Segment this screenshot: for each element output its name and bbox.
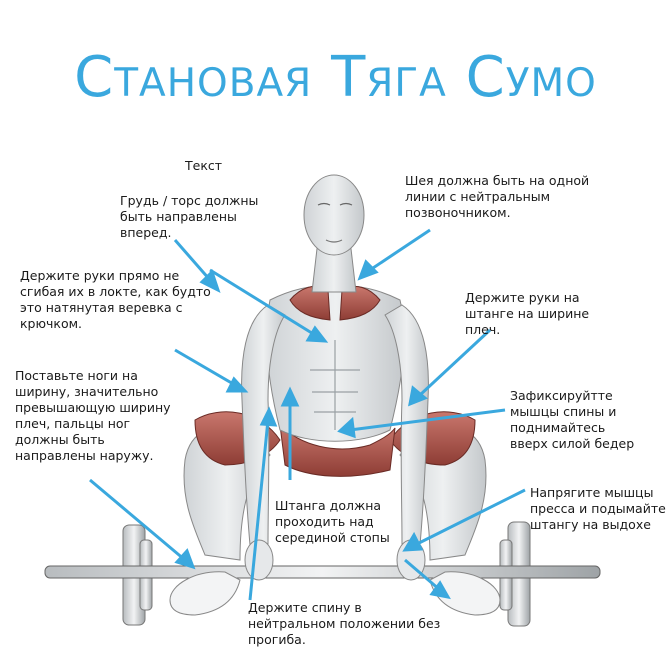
head [303,174,365,293]
note-fix-back: Зафиксируйтте мышцы спины и поднимайтесь… [510,388,635,451]
legs [169,411,501,616]
note-neck: Шея должна быть на одной линии с нейтрал… [405,173,590,220]
note-feet: Поставьте ноги на ширину, значительно пр… [15,368,171,463]
note-grip-width: Держите руки на штанге на ширине плеч. [465,290,590,337]
placeholder-text: Текст [185,158,223,173]
note-neutral-back: Держите спину в нейтральном положении бе… [248,600,441,647]
note-bar-path: Штанга должна проходить над серединой ст… [275,498,390,545]
note-arms-straight: Держите руки прямо не сгибая их в локте,… [20,268,211,331]
callout-arrows [89,228,526,601]
page-title: Становая Тяга Сумо [74,45,597,110]
note-abs: Напрягите мышцы пресса и подымайте штанг… [530,485,666,532]
torso [266,284,405,442]
note-chest: Грудь / торс должны быть направлены впер… [120,193,259,240]
